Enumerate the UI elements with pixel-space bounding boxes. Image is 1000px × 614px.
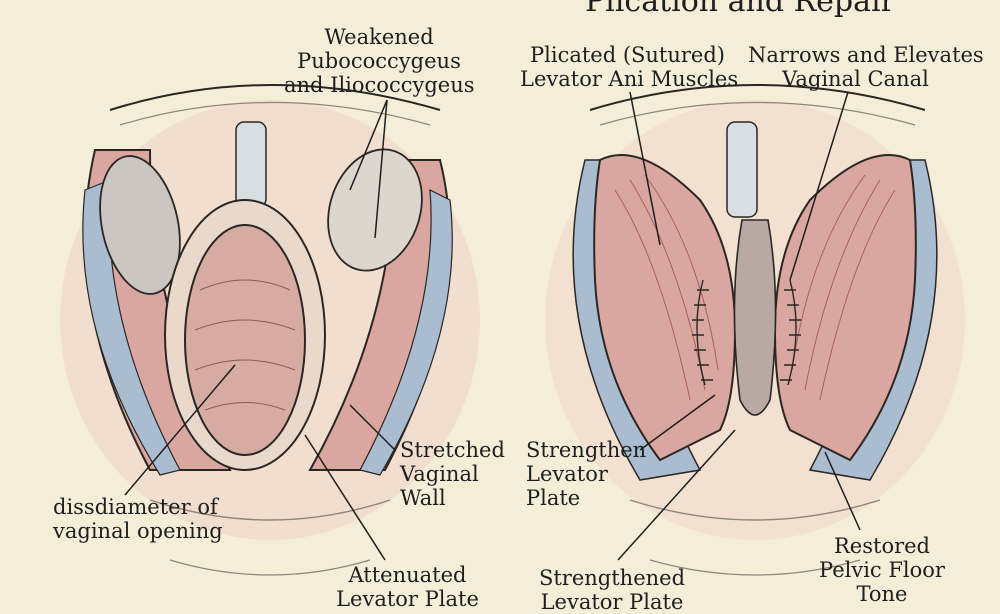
leader-strengthened bbox=[617, 429, 736, 561]
label-vaginal-opening-diameter: dissdiameter of vaginal opening bbox=[53, 495, 223, 543]
illustration-canvas: Plication and Repair Weakened Pubococcyg… bbox=[53, 0, 984, 614]
leader-diameter bbox=[124, 364, 236, 496]
plicated-levator-right bbox=[773, 154, 917, 462]
leader-restored bbox=[824, 451, 861, 531]
perineum bbox=[149, 499, 391, 521]
pubic-arch-right bbox=[589, 84, 926, 111]
label-stretched-vaginal-wall: Stretched Vaginal Wall bbox=[400, 438, 505, 510]
leader-plicated bbox=[629, 91, 661, 246]
pubic-symphysis bbox=[235, 121, 267, 208]
pubic-arch bbox=[109, 84, 441, 111]
suture-line-right bbox=[780, 279, 801, 386]
leader-weakened-b bbox=[374, 99, 388, 239]
label-strengthen-levator-plate: Strengthen Levator Plate bbox=[526, 438, 647, 510]
leader-weakened-a bbox=[349, 99, 388, 191]
stretched-vaginal-wall bbox=[184, 224, 306, 456]
plicated-repair-illustration bbox=[545, 84, 965, 576]
label-plicated-levator-ani: Plicated (Sutured) Levator Ani Muscles bbox=[520, 43, 739, 91]
plicated-levator-left bbox=[593, 154, 737, 462]
weakened-pelvic-floor-illustration bbox=[60, 84, 480, 576]
label-attenuated-levator-plate: Attenuated Levator Plate bbox=[336, 563, 479, 611]
label-restored-pelvic-floor: Restored Pelvic Floor Tone bbox=[819, 534, 945, 606]
label-strengthened-levator-plate: Strengthened Levator Plate bbox=[538, 566, 686, 614]
leader-narrows bbox=[789, 91, 849, 281]
label-weakened-muscles: Weakened Pubococcygeus and Iliococcygeus bbox=[284, 25, 475, 97]
perineum-right bbox=[629, 499, 881, 521]
leader-stretched bbox=[349, 404, 396, 451]
pubic-symphysis-right bbox=[726, 121, 758, 218]
leader-attenuated bbox=[304, 434, 386, 561]
right-obturator bbox=[327, 148, 423, 272]
label-narrows-elevates-canal: Narrows and Elevates Vaginal Canal bbox=[748, 43, 984, 91]
page-title: Plication and Repair bbox=[585, 0, 895, 19]
suture-line-left bbox=[692, 279, 713, 386]
left-obturator bbox=[99, 155, 181, 295]
narrowed-vaginal-canal bbox=[733, 219, 777, 416]
leader-strengthen bbox=[639, 394, 716, 451]
